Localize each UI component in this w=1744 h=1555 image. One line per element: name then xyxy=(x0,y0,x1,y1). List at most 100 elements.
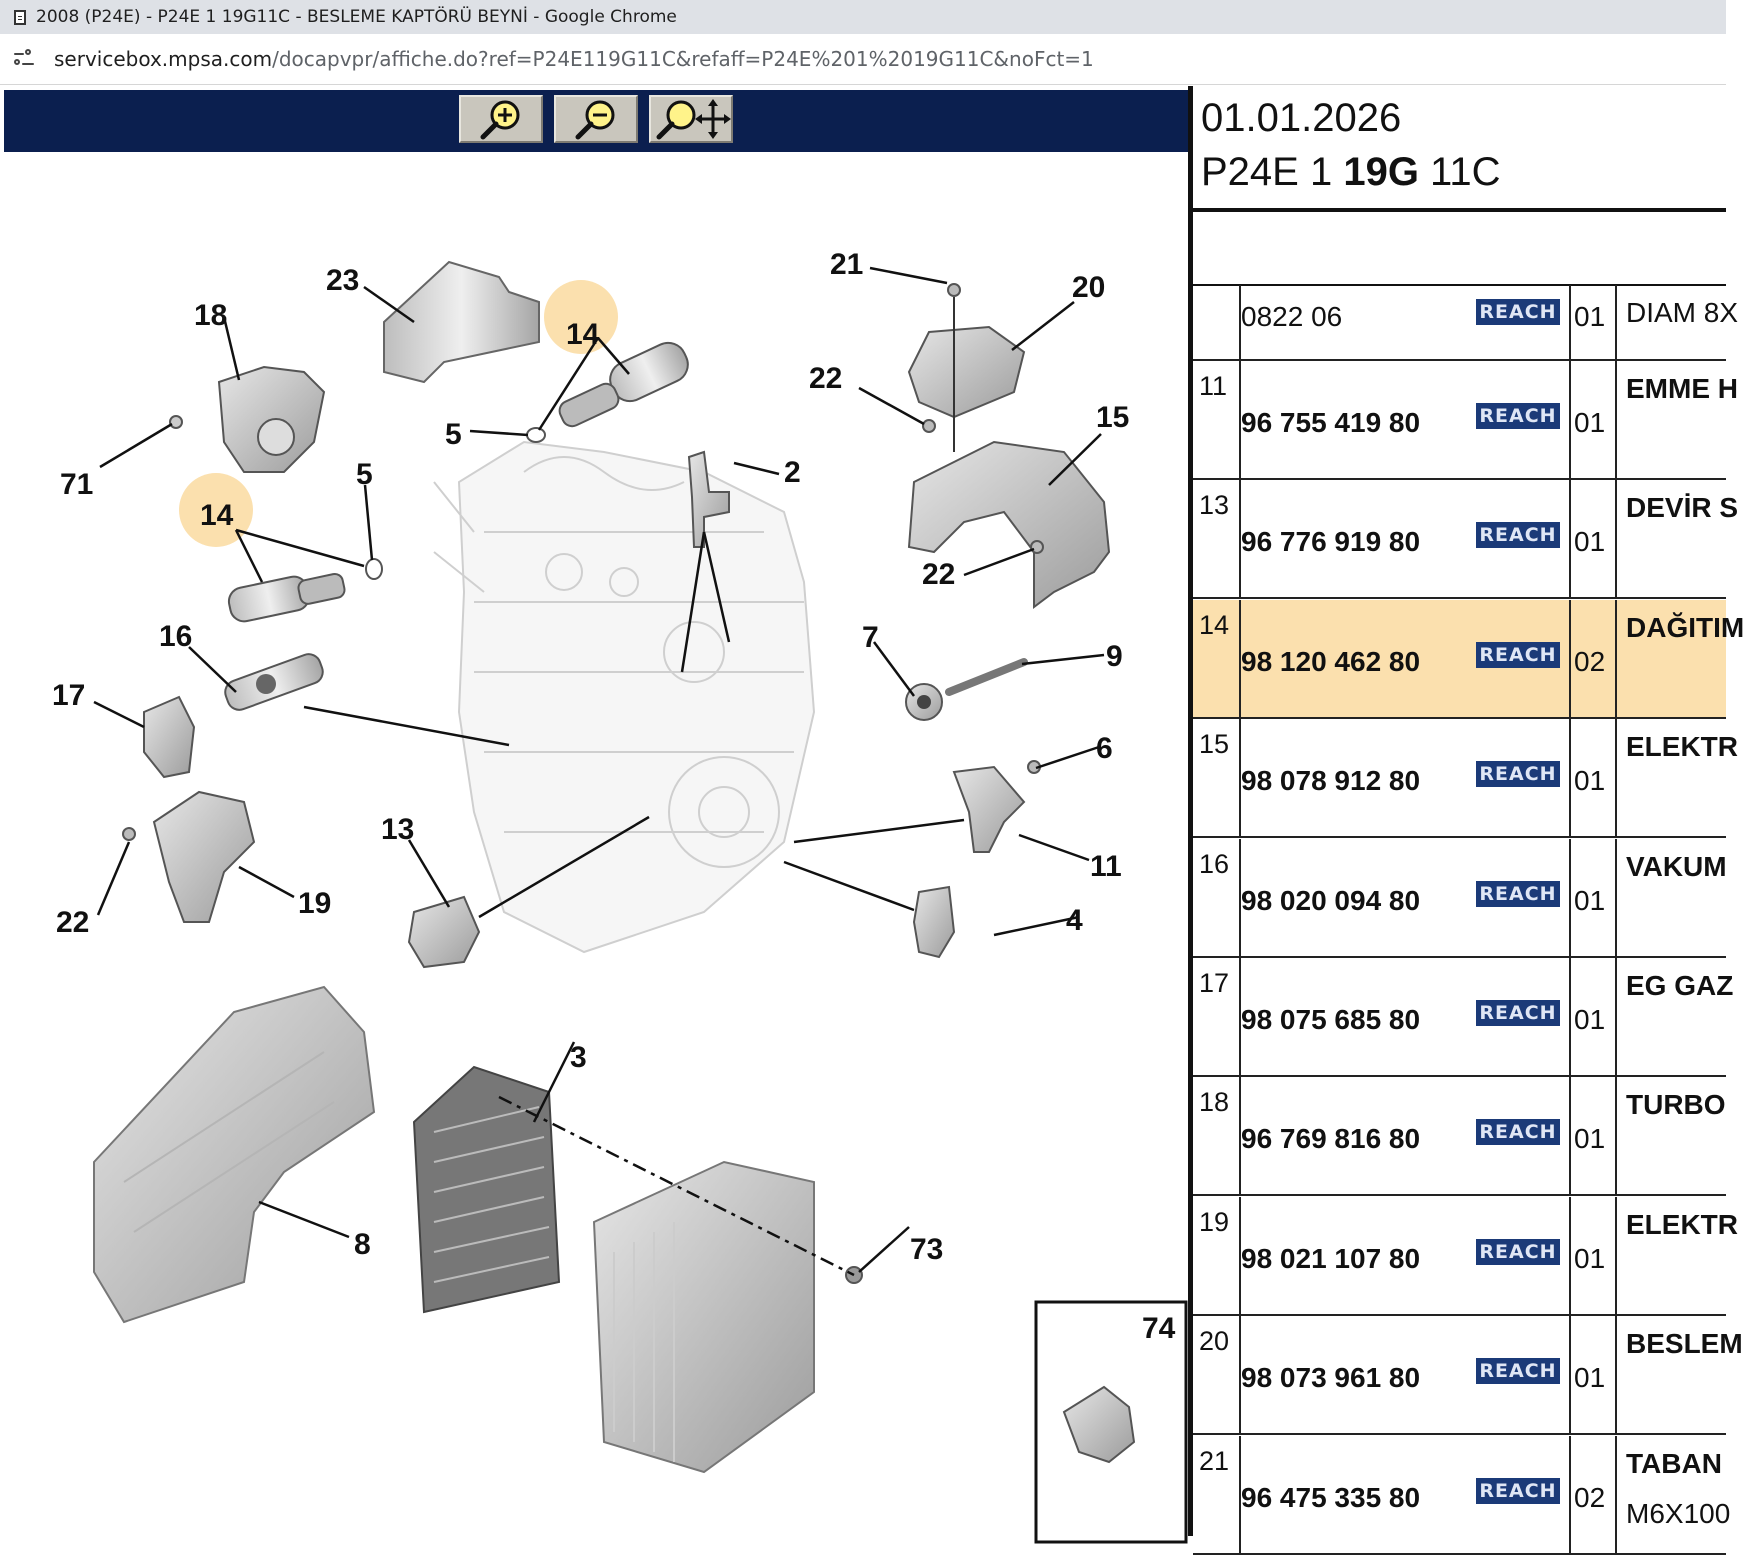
part-9[interactable] xyxy=(945,658,1028,696)
part-number[interactable]: 98 073 961 80 xyxy=(1241,1362,1421,1394)
reach-badge[interactable]: REACH xyxy=(1476,1238,1560,1265)
callout-11[interactable]: 11 xyxy=(1090,850,1122,883)
quantity: 01 xyxy=(1574,1242,1606,1274)
callout-17[interactable]: 17 xyxy=(52,679,85,712)
reach-badge[interactable]: REACH xyxy=(1476,641,1560,668)
table-row[interactable]: 14 98 120 462 80 REACH 02 DAĞITIM xyxy=(1193,599,1744,719)
description: DAĞITIM xyxy=(1626,611,1744,643)
zoom-out-icon xyxy=(575,100,615,140)
zoom-in-button[interactable] xyxy=(459,95,543,143)
ref-number: 21 xyxy=(1199,1445,1230,1476)
callout-14-left[interactable]: 14 xyxy=(200,499,234,532)
part-23[interactable] xyxy=(383,260,540,384)
url-text[interactable]: servicebox.mpsa.com/docapvpr/affiche.do?… xyxy=(54,47,1094,71)
zoom-out-button[interactable] xyxy=(554,95,638,143)
callout-9[interactable]: 9 xyxy=(1106,640,1123,673)
callout-22-low[interactable]: 22 xyxy=(56,906,89,939)
callout-6[interactable]: 6 xyxy=(1096,732,1113,765)
window-titlebar: 2008 (P24E) - P24E 1 19G11C - BESLEME KA… xyxy=(0,0,1726,34)
callout-2[interactable]: 2 xyxy=(784,456,801,489)
part-2[interactable] xyxy=(687,450,730,548)
callout-74[interactable]: 74 xyxy=(1142,1312,1176,1345)
part-8[interactable] xyxy=(93,985,376,1324)
reach-badge[interactable]: REACH xyxy=(1476,522,1560,549)
callout-22-top[interactable]: 22 xyxy=(809,362,842,395)
callout-7[interactable]: 7 xyxy=(862,621,879,654)
ref-number: 14 xyxy=(1199,609,1230,640)
reach-badge[interactable]: REACH xyxy=(1476,1477,1560,1504)
description: TURBO xyxy=(1626,1089,1726,1121)
reach-badge[interactable]: REACH xyxy=(1476,1119,1560,1146)
part-number[interactable]: 98 021 107 80 xyxy=(1241,1242,1421,1274)
description: ELEKTR xyxy=(1626,731,1738,763)
site-settings-icon[interactable] xyxy=(12,46,38,72)
zoom-pan-button[interactable] xyxy=(649,95,733,143)
ecu-housing[interactable] xyxy=(592,1160,815,1474)
part-20[interactable] xyxy=(907,283,1026,452)
reach-badge[interactable]: REACH xyxy=(1476,880,1560,907)
part-17[interactable] xyxy=(143,695,196,779)
part-18[interactable] xyxy=(169,365,326,473)
part-14-left[interactable] xyxy=(226,558,383,624)
part-number[interactable]: 98 075 685 80 xyxy=(1241,1004,1421,1035)
callout-13[interactable]: 13 xyxy=(381,813,414,846)
part-3[interactable] xyxy=(412,1065,561,1314)
header-divider xyxy=(1193,208,1726,212)
callout-5-top[interactable]: 5 xyxy=(445,418,462,451)
callout-71[interactable]: 71 xyxy=(60,468,93,501)
callout-3[interactable]: 3 xyxy=(570,1041,587,1074)
part-number[interactable]: 98 120 462 80 xyxy=(1241,645,1421,677)
part-number[interactable]: 98 020 094 80 xyxy=(1241,884,1421,916)
callout-19[interactable]: 19 xyxy=(298,887,331,920)
callout-8[interactable]: 8 xyxy=(354,1228,371,1261)
part-11[interactable] xyxy=(952,760,1041,853)
quantity: 01 xyxy=(1574,1123,1606,1155)
part-number[interactable]: 96 755 419 80 xyxy=(1241,407,1421,438)
reach-badge[interactable]: REACH xyxy=(1476,761,1560,788)
zoom-in-icon xyxy=(480,100,520,140)
part-7[interactable] xyxy=(905,683,943,721)
callout-22-mid[interactable]: 22 xyxy=(922,558,955,591)
exploded-parts-diagram[interactable]: 23 18 14 5 71 5 14 2 21 20 22 15 22 16 1… xyxy=(4,152,1188,1544)
part-number[interactable]: 96 769 816 80 xyxy=(1241,1123,1421,1155)
part-number[interactable]: 96 776 919 80 xyxy=(1241,526,1421,558)
ref-number: 20 xyxy=(1199,1326,1230,1357)
description-detail: M6X100 xyxy=(1626,1497,1731,1529)
window-title: 2008 (P24E) - P24E 1 19G11C - BESLEME KA… xyxy=(36,7,677,27)
callout-14-top[interactable]: 14 xyxy=(566,318,600,351)
callout-23[interactable]: 23 xyxy=(326,264,359,297)
description: EMME H xyxy=(1626,373,1738,404)
callout-21[interactable]: 21 xyxy=(830,248,863,281)
part-4[interactable] xyxy=(912,885,956,959)
callout-73[interactable]: 73 xyxy=(910,1233,943,1266)
reach-badge[interactable]: REACH xyxy=(1476,1358,1560,1385)
address-bar[interactable]: servicebox.mpsa.com/docapvpr/affiche.do?… xyxy=(0,34,1726,85)
callout-18[interactable]: 18 xyxy=(194,299,227,332)
part-16[interactable] xyxy=(222,651,326,713)
callout-15[interactable]: 15 xyxy=(1096,401,1129,434)
part-number[interactable]: 0822 06 xyxy=(1241,301,1343,332)
part-19[interactable] xyxy=(122,790,256,923)
detail-box-74[interactable] xyxy=(1034,1300,1188,1544)
callout-16[interactable]: 16 xyxy=(159,620,192,653)
callout-4[interactable]: 4 xyxy=(1066,904,1083,937)
callout-20[interactable]: 20 xyxy=(1072,271,1105,304)
reach-badge[interactable]: REACH xyxy=(1476,299,1560,325)
reach-badge[interactable]: REACH xyxy=(1476,1000,1560,1026)
part-number[interactable]: 96 475 335 80 xyxy=(1241,1481,1421,1513)
quantity: 02 xyxy=(1574,645,1606,677)
callout-5-left[interactable]: 5 xyxy=(356,458,373,491)
reach-badge[interactable]: REACH xyxy=(1476,403,1560,429)
part-13[interactable] xyxy=(407,895,481,969)
part-number[interactable]: 98 078 912 80 xyxy=(1241,765,1421,797)
